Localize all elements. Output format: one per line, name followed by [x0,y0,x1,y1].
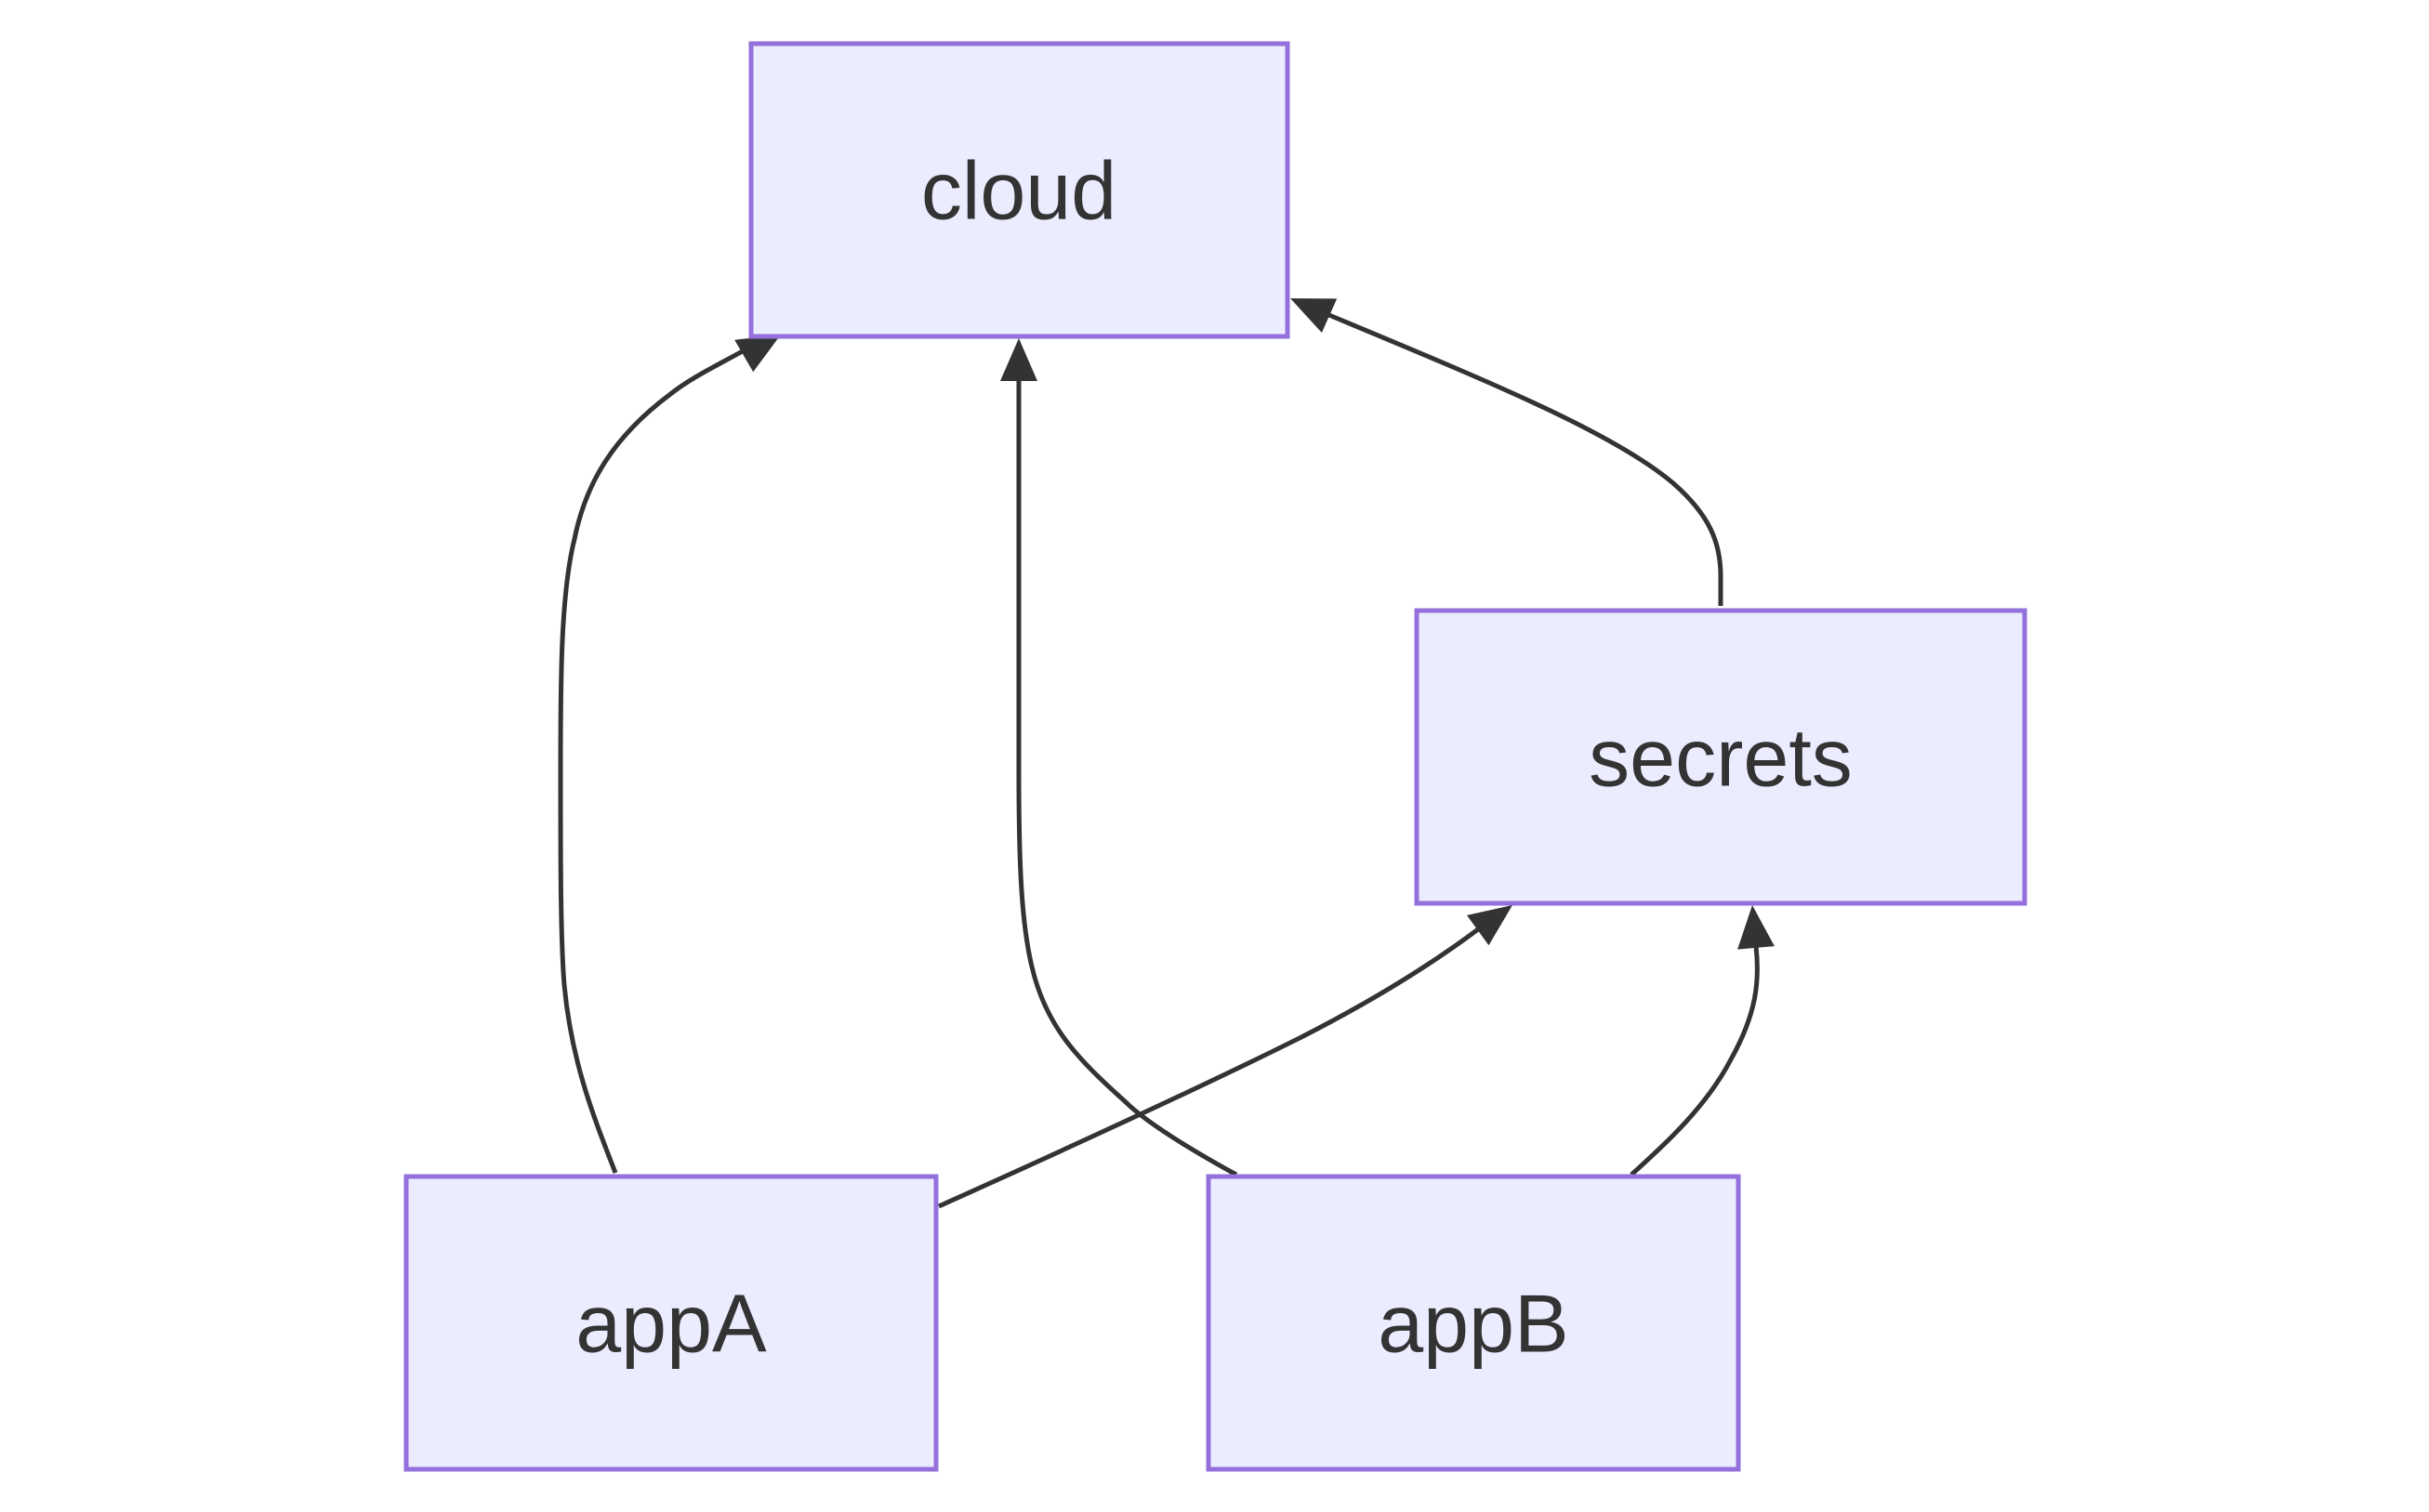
node-appB-label: appB [1378,1278,1569,1370]
edge-line-appB-cloud [1016,379,1238,1177]
edge-appA-secrets [937,905,1512,1209]
edge-appB-cloud [1000,338,1238,1177]
node-cloud-label: cloud [921,145,1116,237]
arrowhead-appA-secrets [1467,905,1512,946]
node-cloud-box [748,41,1290,339]
arrowhead-appB-cloud [1000,338,1037,381]
node-appA-box [403,1174,939,1472]
edge-line-appB-secrets [1630,945,1760,1177]
nodes-layer: cloud secrets appA appB [403,41,2027,1472]
edge-secrets-cloud [1290,298,1723,606]
node-secrets-box [1414,608,2027,906]
arrowhead-appA-cloud [734,335,781,373]
arrowhead-appB-secrets [1737,905,1775,950]
node-appA[interactable]: appA [403,1174,939,1472]
node-secrets-label: secrets [1589,712,1853,804]
node-appA-label: appA [575,1278,767,1370]
edge-appA-cloud [558,335,781,1174]
edge-appB-secrets [1630,905,1775,1177]
edge-line-appA-secrets [937,927,1480,1209]
node-secrets[interactable]: secrets [1414,608,2027,906]
node-appB[interactable]: appB [1206,1174,1741,1472]
node-cloud[interactable]: cloud [748,41,1290,339]
edge-line-secrets-cloud [1324,310,1723,606]
node-appB-box [1206,1174,1741,1472]
arrowhead-secrets-cloud [1290,298,1338,333]
edges-layer [558,298,1775,1209]
edge-line-appA-cloud [558,347,747,1174]
